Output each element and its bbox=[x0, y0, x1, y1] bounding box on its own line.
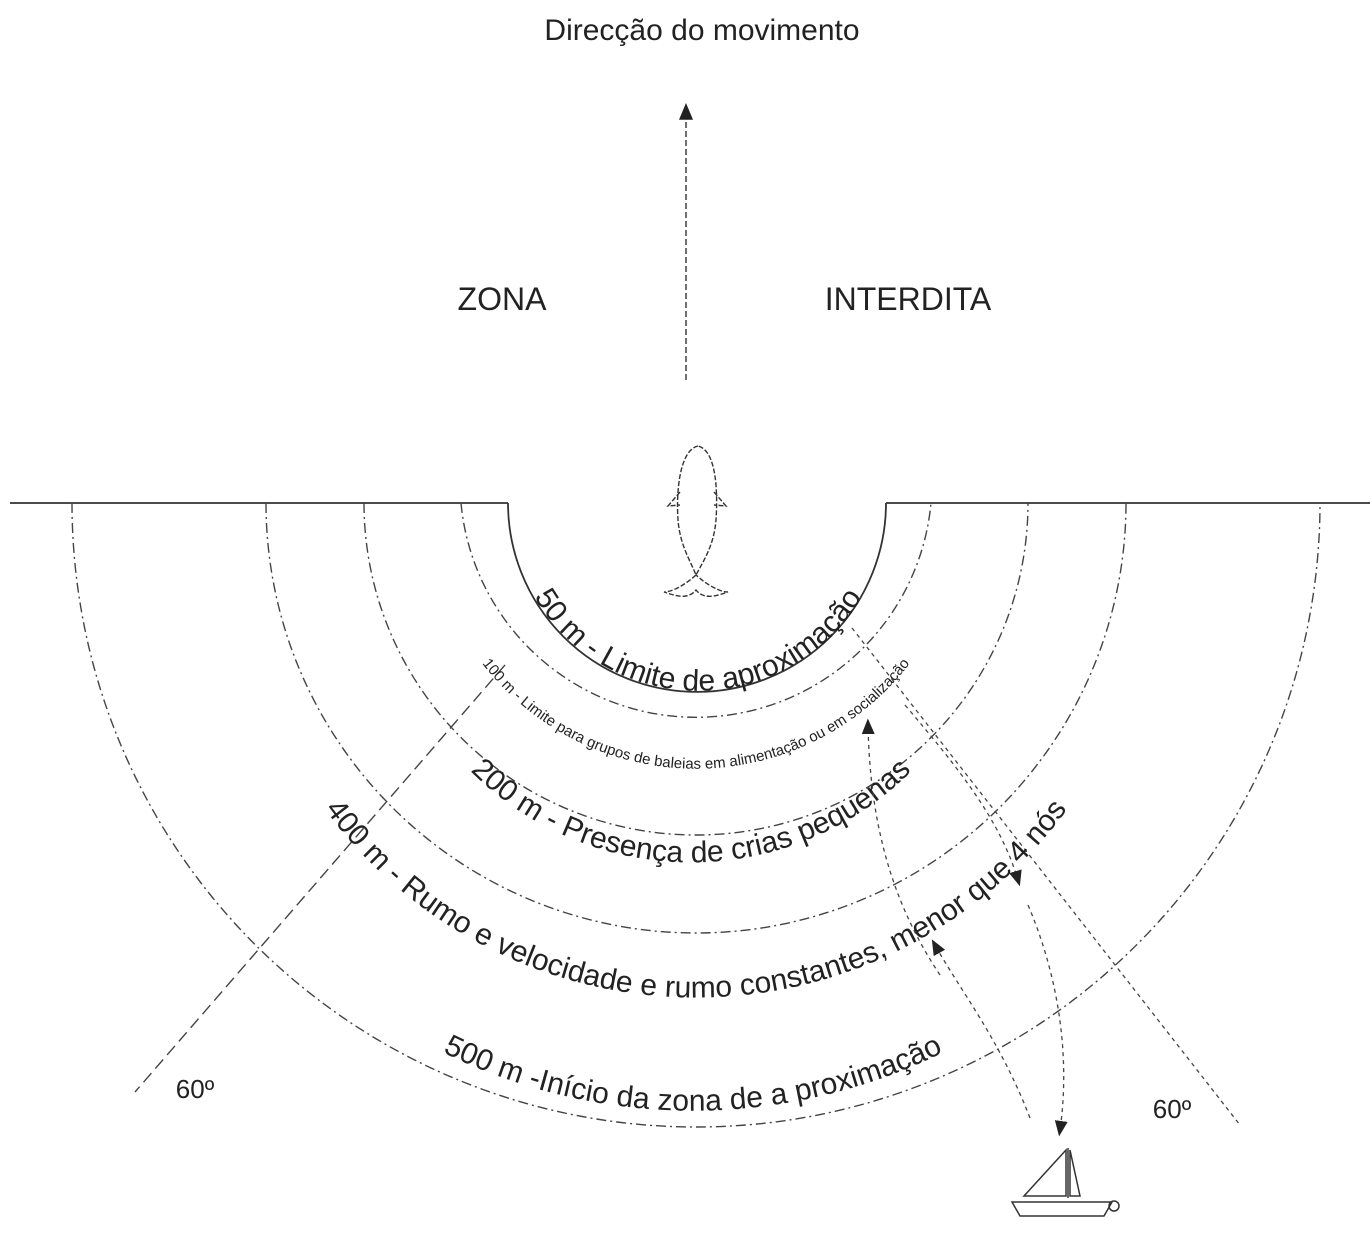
angle-label-left: 60º bbox=[176, 1074, 215, 1104]
ring-500m-label: 500 m -Início da zona de a proximação bbox=[439, 1029, 946, 1118]
angle-label-right: 60º bbox=[1153, 1094, 1192, 1124]
approach-path-in bbox=[931, 939, 1031, 1119]
ring-400m-label: 400 m - Rumo e velocidade e rumo constan… bbox=[319, 793, 1073, 1004]
ring-500m bbox=[71, 502, 1321, 1128]
interdita-label: INTERDITA bbox=[825, 281, 992, 317]
ring-100m bbox=[460, 502, 932, 718]
angle-line-right bbox=[851, 627, 1241, 1126]
ring-50m-label: 50 m - Limite de aproximação bbox=[528, 583, 868, 698]
whale-icon bbox=[663, 445, 729, 597]
ring-400m bbox=[265, 502, 1127, 934]
approach-path-exit bbox=[1027, 904, 1068, 1137]
approach-path-mid bbox=[861, 718, 941, 976]
ring-200m bbox=[363, 502, 1029, 836]
angle-line-left bbox=[134, 664, 506, 1093]
sailboat-icon bbox=[1010, 1148, 1120, 1217]
approach-path-out bbox=[904, 704, 1022, 887]
direction-title: Direcção do movimento bbox=[544, 14, 859, 47]
zone-label: ZONA bbox=[458, 281, 548, 317]
ring-50m bbox=[507, 502, 887, 693]
